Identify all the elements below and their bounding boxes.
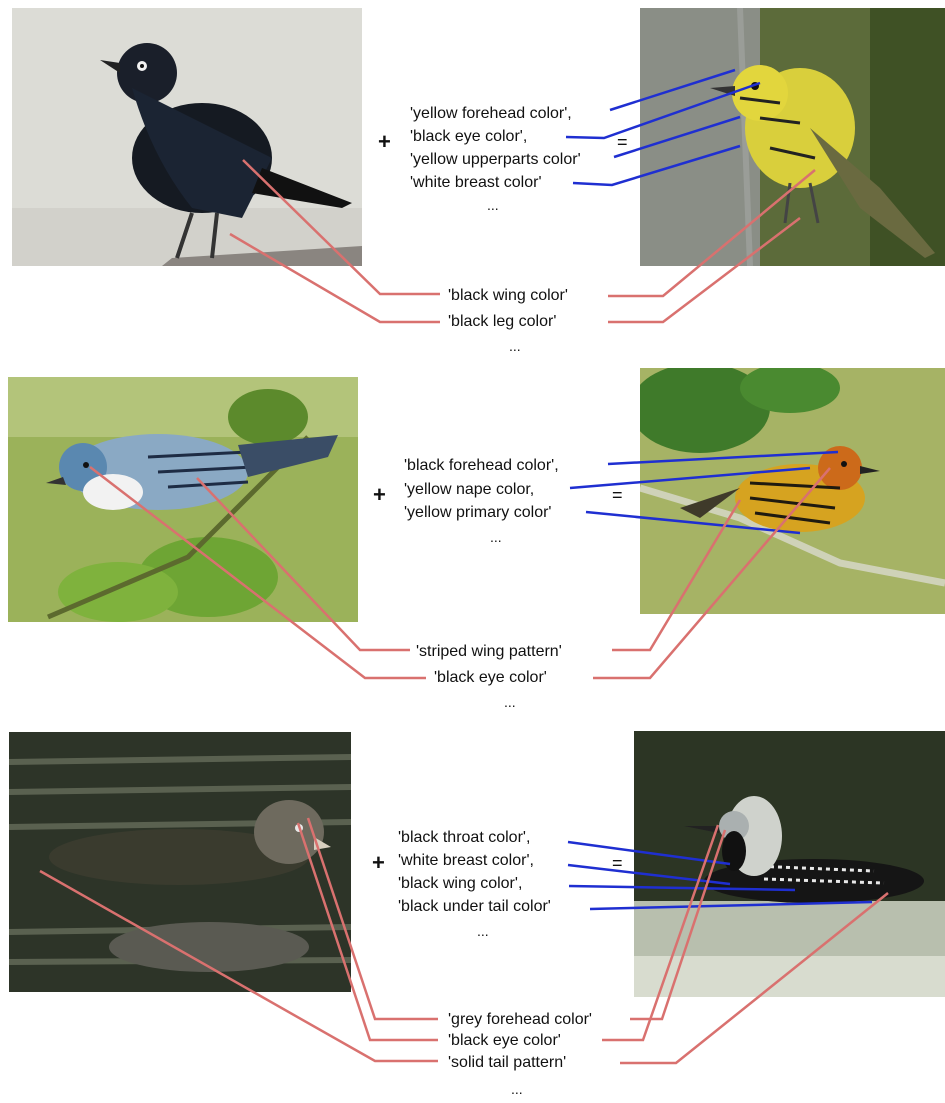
shared-attribute: 'striped wing pattern' xyxy=(416,643,562,660)
target-attribute: 'yellow upperparts color' xyxy=(410,151,581,168)
ellipsis: ... xyxy=(487,197,499,213)
equals-sign: = xyxy=(612,853,623,873)
plus-sign: + xyxy=(378,129,391,154)
ellipsis: ... xyxy=(504,694,516,710)
photo-cerulean-warbler xyxy=(8,377,358,622)
plus-sign: + xyxy=(373,482,386,507)
target-attribute: 'black under tail color' xyxy=(398,898,551,915)
photo-cowbird xyxy=(12,8,362,266)
shared-attribute: 'black wing color' xyxy=(448,287,568,304)
shared-attribute: 'grey forehead color' xyxy=(448,1011,592,1028)
target-attribute: 'yellow nape color, xyxy=(404,481,535,498)
ellipsis: ... xyxy=(490,529,502,545)
photo-loon xyxy=(634,731,945,997)
equals-sign: = xyxy=(617,132,628,152)
shared-attribute: 'black eye color' xyxy=(448,1032,561,1049)
shared-attribute: 'black eye color' xyxy=(434,669,547,686)
target-attribute: 'yellow primary color' xyxy=(404,504,552,521)
target-attribute: 'black eye color', xyxy=(410,128,528,145)
target-attribute: 'black forehead color', xyxy=(404,457,559,474)
target-attribute: 'white breast color' xyxy=(410,174,542,191)
photo-prairie-warbler xyxy=(640,8,945,266)
shared-attribute: 'black leg color' xyxy=(448,313,557,330)
ellipsis: ... xyxy=(509,338,521,354)
ellipsis: ... xyxy=(477,923,489,939)
target-attribute: 'black wing color', xyxy=(398,875,523,892)
shared-attribute: 'solid tail pattern' xyxy=(448,1054,567,1071)
photo-cape-may-warbler xyxy=(640,368,945,614)
photo-grebe xyxy=(9,732,351,992)
target-attribute: 'black throat color', xyxy=(398,829,531,846)
equals-sign: = xyxy=(612,485,623,505)
target-attribute: 'yellow forehead color', xyxy=(410,105,572,122)
ellipsis: ... xyxy=(511,1081,523,1097)
plus-sign: + xyxy=(372,850,385,875)
target-attribute: 'white breast color', xyxy=(398,852,534,869)
